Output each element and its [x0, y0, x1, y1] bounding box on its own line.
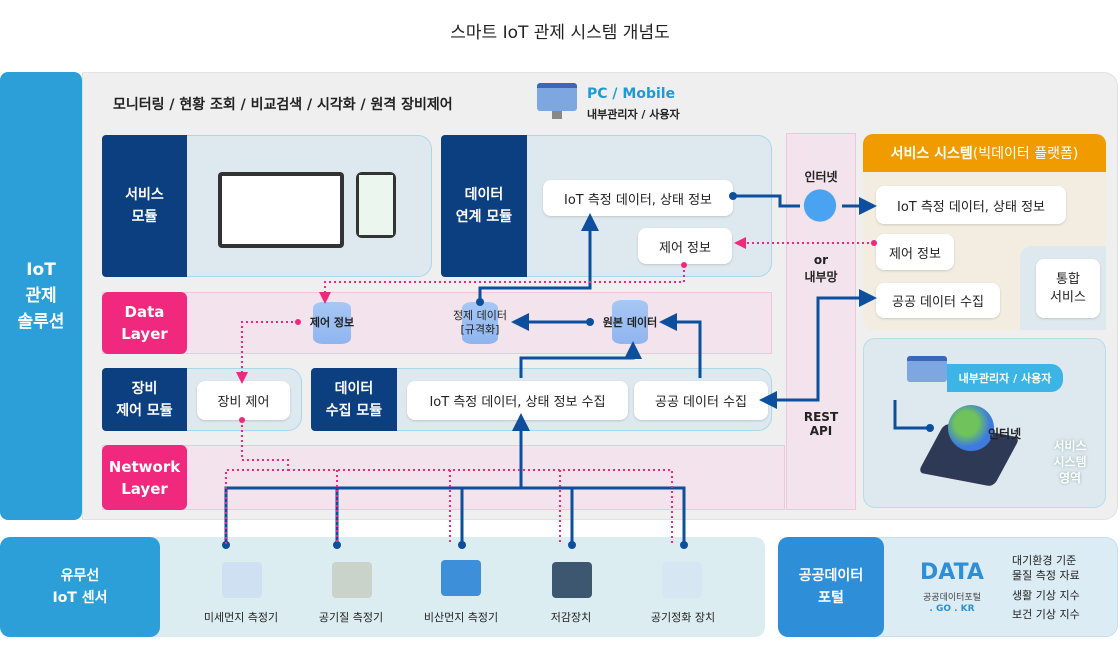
service-internet-label: 인터넷	[988, 427, 1022, 441]
equipment-control-box: 장비 제어	[197, 381, 290, 420]
network-layer-label: Network Layer	[102, 445, 187, 510]
sensors-label: 유무선 IoT 센서	[0, 537, 160, 637]
sensor-air-quality: 공기질 측정기	[318, 611, 384, 624]
portal-domain: . GO . KR	[929, 604, 975, 614]
portal-item: 보건 기상 지수	[1012, 608, 1080, 621]
service-system-header: 서비스 시스템(빅데이터 플랫폼)	[863, 134, 1106, 172]
integrated-service-box: 통합 서비스	[1036, 259, 1100, 318]
internet-label: 인터넷	[804, 170, 838, 184]
mobile-phone-image	[356, 172, 396, 238]
control-info-box: 제어 정보	[638, 228, 732, 264]
portal-item: 생활 기상 지수	[1012, 589, 1080, 602]
service-module-label: 서비스 모듈	[102, 135, 187, 277]
data-layer-band	[102, 292, 772, 354]
iot-data-status-box: IoT 측정 데이터, 상태 정보	[543, 180, 733, 216]
monitor-gear-icon	[907, 356, 947, 392]
users-pill: 내부관리자 / 사용자	[947, 364, 1063, 392]
public-collection-box: 공공 데이터 수집	[634, 381, 768, 420]
service-iot-data-box: IoT 측정 데이터, 상태 정보	[876, 186, 1066, 224]
globe-icon	[948, 405, 994, 451]
air-quality-meter-icon	[332, 562, 372, 598]
cloud-icon	[798, 188, 842, 238]
service-control-box: 제어 정보	[876, 234, 954, 270]
scattering-dust-meter-icon	[441, 560, 481, 596]
database-icon	[313, 302, 351, 344]
data-link-module-label: 데이터 연계 모듈	[441, 135, 527, 277]
portal-logo-sub: 공공데이터포털	[923, 593, 981, 603]
air-purifier-icon	[662, 562, 702, 598]
sensor-reduction: 저감장치	[550, 611, 592, 624]
service-system-subtitle: (빅데이터 플랫폼)	[972, 146, 1079, 162]
rest-api-label: REST API	[803, 410, 839, 438]
data-layer-label: Data Layer	[102, 292, 187, 354]
portal-item: 대기환경 기준 물질 측정 자료	[1012, 554, 1080, 582]
refined-data-db: 정제 데이터 [규격화]	[452, 309, 508, 336]
service-area-label: 서비스 시스템 영역	[1053, 439, 1087, 485]
sensor-purifier: 공기정화 장치	[650, 611, 716, 624]
control-info-db: 제어 정보	[309, 316, 355, 329]
database-icon	[612, 300, 648, 344]
sensor-scattering-dust: 비산먼지 측정기	[423, 611, 499, 624]
client-title: PC / Mobile	[587, 86, 676, 102]
equipment-module-label: 장비 제어 모듈	[102, 368, 187, 431]
intranet-label: 내부망	[804, 270, 838, 284]
service-system-title: 서비스 시스템	[890, 146, 973, 162]
reduction-device-icon	[552, 562, 592, 598]
monitor-gear-icon	[537, 83, 577, 121]
client-subtitle: 내부관리자 / 사용자	[587, 108, 680, 121]
iot-solution-label: IoT 관제 솔루션	[0, 72, 82, 520]
portal-logo: DATA	[920, 560, 984, 585]
dashboard-monitor-image	[218, 172, 344, 248]
collection-module-label: 데이터 수집 모듈	[311, 368, 397, 431]
sensor-fine-dust: 미세먼지 측정기	[203, 611, 279, 624]
iot-collection-box: IoT 측정 데이터, 상태 정보 수집	[407, 381, 628, 420]
features-subtitle: 모니터링 / 현황 조회 / 비교검색 / 시각화 / 원격 장비제어	[113, 97, 453, 113]
or-label: or	[813, 253, 829, 267]
network-layer-band	[102, 445, 785, 510]
raw-data-db: 원본 데이터	[602, 316, 658, 329]
service-public-box: 공공 데이터 수집	[876, 283, 1000, 318]
portal-label: 공공데이터 포털	[778, 537, 884, 637]
database-icon	[462, 302, 498, 344]
page-title: 스마트 IoT 관제 시스템 개념도	[450, 23, 670, 43]
dust-meter-icon	[222, 562, 262, 598]
